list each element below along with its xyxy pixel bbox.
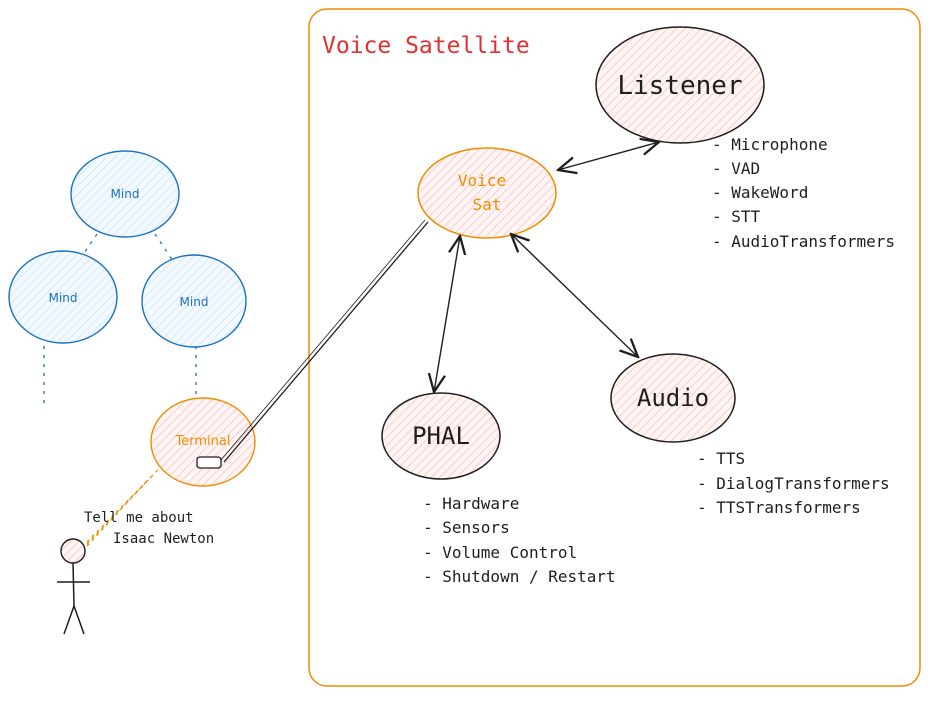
mind-node-left: Mind <box>8 250 118 344</box>
terminal-voicesat-link-2 <box>220 219 426 461</box>
speech-line-2: Isaac Newton <box>113 531 214 547</box>
listener-item: - AudioTransformers <box>712 232 895 251</box>
listener-item: - Microphone <box>712 135 828 154</box>
listener-label: Listener <box>617 71 742 101</box>
audio-node: Audio <box>610 353 736 443</box>
terminal-node: Terminal <box>150 397 256 487</box>
phal-item: - Shutdown / Restart <box>423 567 616 586</box>
listener-item: - VAD <box>712 159 760 178</box>
arrow-voicesat-listener <box>558 142 659 170</box>
mind-node-right: Mind <box>141 254 247 348</box>
listener-item-list: - Microphone - VAD - WakeWord - STT - Au… <box>712 135 895 251</box>
phal-item: - Hardware <box>423 494 519 513</box>
mind-node-left-label: Mind <box>49 291 78 305</box>
voice-sat-label-2: Sat <box>473 195 502 214</box>
voice-satellite-frame <box>308 8 921 687</box>
mind-link-right <box>154 233 176 265</box>
voice-sat-node: Voice Sat <box>417 147 557 239</box>
phal-label: PHAL <box>412 422 470 450</box>
terminal-voicesat-link <box>223 221 429 463</box>
phal-item: - Volume Control <box>423 543 577 562</box>
voice-satellite-title: Voice Satellite <box>322 33 530 59</box>
mind-node-right-label: Mind <box>180 295 209 309</box>
audio-item-list: - TTS - DialogTransformers - TTSTransfor… <box>697 449 890 517</box>
audio-item: - TTS <box>697 449 745 468</box>
arrow-voicesat-audio <box>511 234 638 357</box>
listener-node: Listener <box>595 26 765 144</box>
speech-waves <box>86 469 159 547</box>
phal-node: PHAL <box>381 392 501 480</box>
voice-sat-label-1: Voice <box>458 171 506 190</box>
phal-item: - Sensors <box>423 518 510 537</box>
speech-line-1: Tell me about <box>84 510 194 526</box>
listener-item: - WakeWord <box>712 183 808 202</box>
arrow-voicesat-phal <box>434 236 460 392</box>
audio-label: Audio <box>637 384 709 412</box>
mind-node-top-label: Mind <box>111 187 140 201</box>
mind-node-top: Mind <box>70 150 180 238</box>
listener-item: - STT <box>712 207 761 226</box>
terminal-label: Terminal <box>175 434 231 449</box>
phal-item-list: - Hardware - Sensors - Volume Control - … <box>423 494 616 586</box>
device-icon <box>196 456 222 469</box>
audio-item: - TTSTransformers <box>697 498 861 517</box>
stick-figure-icon <box>57 538 90 635</box>
audio-item: - DialogTransformers <box>697 474 890 493</box>
